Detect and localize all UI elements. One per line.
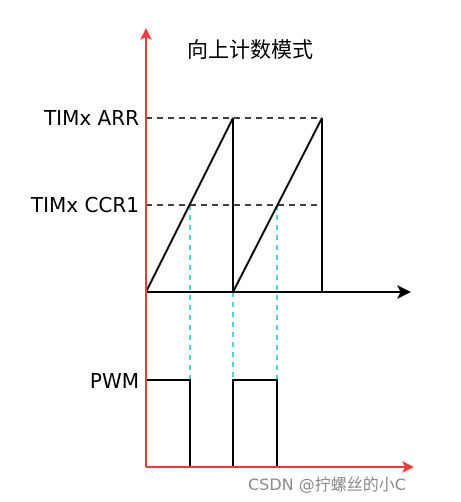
arr-label: TIMx ARR xyxy=(43,106,139,130)
watermark: CSDN @拧螺丝的小C xyxy=(248,475,406,494)
diagram-title: 向上计数模式 xyxy=(187,38,313,62)
ccr1-label: TIMx CCR1 xyxy=(30,193,139,217)
pwm-waveform xyxy=(146,379,330,468)
counter-sawtooth xyxy=(145,117,323,293)
pwm-label: PWM xyxy=(89,369,139,393)
